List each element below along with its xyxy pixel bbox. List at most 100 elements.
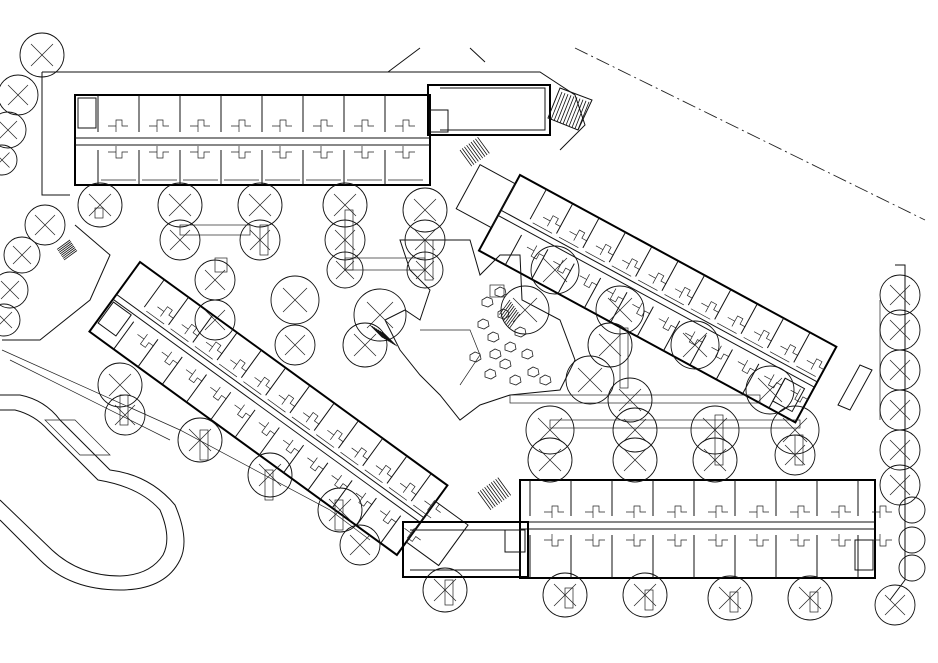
tree-branch	[577, 367, 603, 393]
unit-wall	[529, 189, 547, 220]
tree-canopy	[3, 236, 41, 274]
unit-bath-fixture	[569, 229, 588, 242]
stair-hatch-north	[547, 87, 593, 131]
trees	[0, 32, 921, 626]
unit-bath-fixture	[379, 510, 397, 525]
stair-tread	[62, 248, 77, 259]
stair-tread	[497, 477, 512, 496]
stair-tread	[488, 483, 503, 503]
unit-bath-fixture	[790, 534, 810, 547]
unit-bath-fixture	[648, 272, 667, 285]
unit-wall	[661, 260, 679, 292]
shrub-circles-east	[898, 496, 926, 582]
stair-tread	[371, 325, 386, 340]
courtyard-rock	[527, 366, 540, 378]
stair-tread	[559, 95, 572, 124]
unit-balcony	[769, 351, 790, 363]
tree-canopy	[24, 204, 66, 246]
stair-tread	[506, 309, 518, 325]
unit-bath-fixture	[231, 146, 251, 159]
unit-bath-fixture	[749, 534, 769, 547]
unit-wall	[687, 274, 705, 306]
unit-bath-fixture	[579, 274, 598, 289]
tree-canopy	[874, 584, 916, 626]
tree-canopy	[342, 322, 388, 368]
unit-balcony	[146, 310, 165, 325]
tree-branch	[618, 388, 642, 412]
tree-branch	[204, 269, 226, 291]
tree-pit	[264, 469, 274, 501]
courtyard-rock	[494, 286, 507, 298]
unit-wall	[137, 339, 159, 368]
stair-tread	[466, 144, 479, 162]
unit-bath-fixture	[595, 243, 614, 256]
unit-balcony	[413, 504, 432, 519]
stair-tread	[57, 241, 72, 252]
tree-pits	[94, 207, 819, 613]
tree-branch	[12, 245, 32, 265]
stair-tread	[56, 239, 71, 250]
unit-bath-fixture	[711, 345, 730, 360]
unit-wall	[386, 455, 408, 484]
courtyard-rock	[469, 351, 482, 363]
unit-bath-fixture	[658, 317, 677, 332]
unit-balcony	[743, 337, 764, 349]
tree-pit	[729, 591, 739, 613]
unit-bath-fixture	[737, 359, 756, 374]
unit-wall	[168, 296, 189, 326]
unit-bath-fixture	[749, 505, 769, 518]
tree-branch	[0, 315, 13, 329]
stair-tread	[383, 333, 398, 347]
unit-bath-fixture	[526, 245, 545, 260]
stair-tread	[59, 244, 74, 255]
courtyard-stairs	[56, 136, 521, 347]
tree-pit	[619, 327, 629, 389]
unit-bath-fixture	[585, 505, 605, 518]
unit-bath-fixture	[544, 534, 564, 547]
unit-bath-fixture	[404, 527, 421, 542]
tree-canopy	[527, 437, 573, 483]
tree-branch	[108, 373, 132, 397]
unit-bath-fixture	[632, 302, 651, 317]
stair-tread	[486, 485, 501, 504]
unit-balcony	[796, 365, 816, 377]
courtyard-rock	[521, 348, 534, 360]
unit-balcony	[218, 363, 238, 378]
tree-branch	[537, 417, 563, 443]
unit-bath-fixture	[354, 146, 374, 159]
stair-tread	[477, 491, 492, 511]
tree-pit	[564, 587, 574, 609]
unit-balcony	[637, 279, 658, 291]
tree-canopy	[77, 182, 123, 228]
tree-pit	[444, 579, 454, 606]
tree-branch	[889, 399, 911, 421]
tree-canopy	[177, 417, 223, 463]
unit-bath-fixture	[185, 369, 203, 384]
tree-canopy	[542, 572, 588, 618]
tree-canopy	[19, 32, 65, 78]
unit-wall	[362, 438, 384, 467]
tree-pit	[199, 429, 209, 461]
stair-tread	[479, 490, 494, 509]
unit-bath-fixture	[331, 475, 349, 489]
stair-tread	[464, 146, 477, 164]
unit-bath-fixture	[230, 359, 247, 372]
site-outline	[1, 47, 906, 601]
unit-balcony	[558, 236, 579, 248]
unit-bath-fixture	[753, 329, 772, 342]
stair-tread	[507, 311, 519, 327]
unit-bath-fixture	[872, 505, 892, 518]
unit-wall	[531, 249, 549, 280]
stair-tread	[58, 242, 73, 253]
unit-wall	[689, 334, 707, 366]
tree-branch	[114, 404, 136, 426]
tree-canopy	[612, 407, 658, 453]
tree-branch	[0, 120, 18, 139]
courtyard-rock	[499, 358, 512, 370]
stair-tread	[556, 94, 569, 123]
tree-branch	[349, 534, 371, 556]
unit-bath-fixture	[327, 429, 344, 443]
unit-wall	[556, 203, 574, 234]
stair-tread	[484, 486, 498, 506]
unit-wall	[289, 385, 311, 414]
